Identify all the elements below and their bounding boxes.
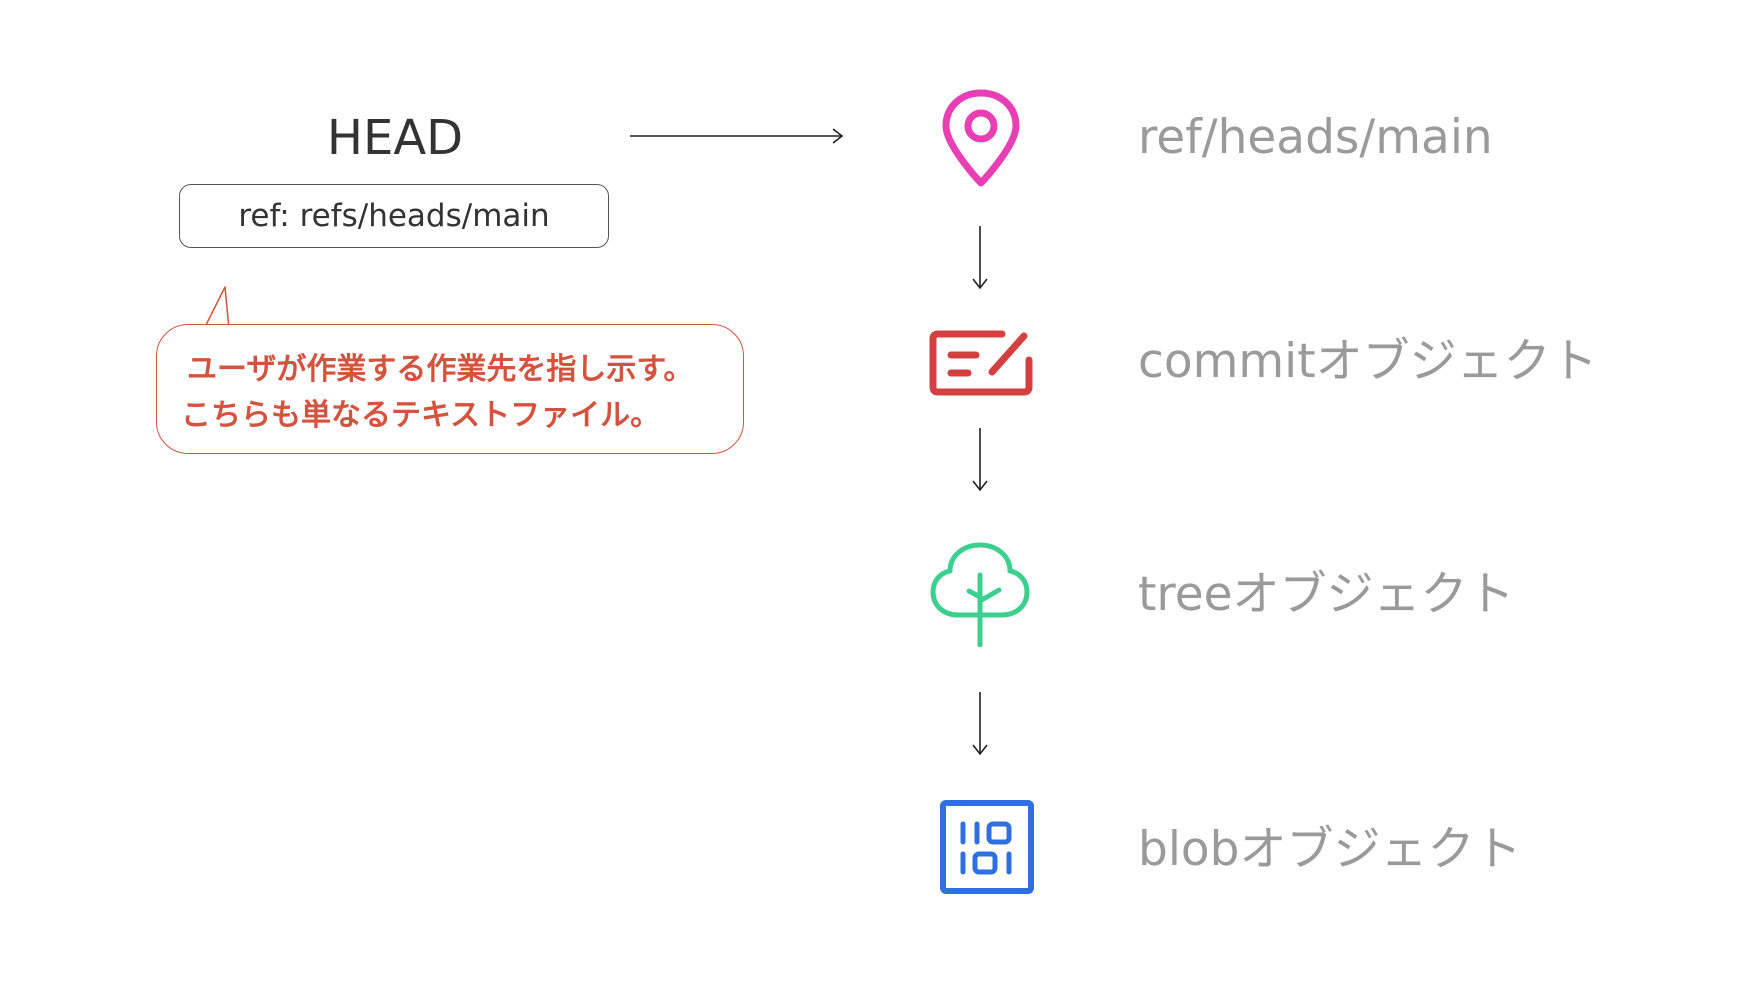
tree-icon [930, 542, 1030, 647]
head-ref-box: ref: refs/heads/main [179, 184, 609, 248]
head-ref-value: ref: refs/heads/main [238, 198, 550, 234]
blob-label: blobオブジェクト [1138, 822, 1522, 877]
commit-card-icon [929, 330, 1033, 396]
callout-tail [203, 286, 230, 329]
ref-to-commit-arrow [972, 226, 988, 290]
callout-bubble: ユーザが作業する作業先を指し示す。 こちらも単なるテキストファイル。 [156, 324, 744, 454]
ref-pin-icon-wrap [940, 88, 1022, 188]
commit-label: commitオブジェクト [1138, 334, 1598, 389]
callout-line-1: ユーザが作業する作業先を指し示す。 [187, 352, 694, 387]
commit-to-tree-arrow [972, 428, 988, 492]
ref-label: ref/heads/main [1138, 110, 1493, 165]
binary-file-icon [940, 800, 1034, 894]
tree-label: treeオブジェクト [1138, 567, 1515, 622]
head-title: HEAD [326, 110, 464, 166]
head-to-ref-arrow [630, 128, 844, 144]
tree-to-blob-arrow [972, 692, 988, 756]
callout-line-2: こちらも単なるテキストファイル。 [181, 398, 661, 433]
tree-icon-wrap [925, 535, 1035, 647]
blob-icon-wrap [938, 798, 1036, 896]
map-pin-icon [942, 89, 1020, 187]
commit-icon-wrap [928, 328, 1034, 398]
